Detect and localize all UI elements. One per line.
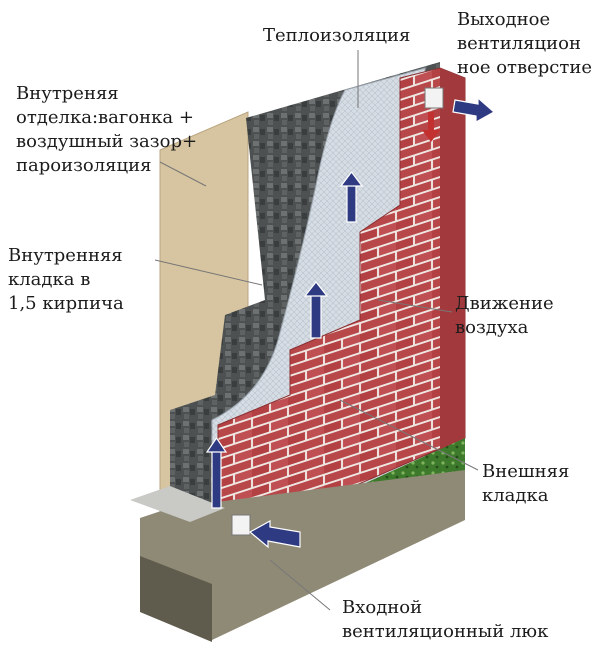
leader-lines — [154, 50, 479, 611]
label-outlet-vent: Выходное вентиляцион ное отверстие — [457, 8, 592, 80]
label-inner-finish-line-2: отделка:вагонка + — [16, 107, 194, 128]
outlet-red-arrow — [422, 112, 440, 142]
air-arrow-up-top-head — [339, 171, 364, 187]
label-insulation-line-1: Теплоизоляция — [263, 25, 411, 46]
label-inlet-vent-line-1: Входной — [342, 597, 423, 618]
label-outlet-vent-line-1: Выходное — [457, 9, 551, 30]
leader-inlet-vent — [269, 559, 331, 611]
leader-air-movement — [377, 299, 453, 313]
leader-inner-masonry — [154, 259, 263, 286]
label-inner-masonry-line-2: кладка в — [8, 269, 91, 290]
label-inner-finish-line-3: воздушный зазор+ — [16, 131, 198, 152]
label-air-movement-line-2: воздуха — [455, 317, 529, 338]
label-inner-masonry-line-1: Внутренняя — [8, 245, 123, 266]
foundation — [140, 470, 465, 640]
label-inner-finish-line-1: Внутреняя — [16, 83, 119, 104]
label-inner-masonry-line-3: 1,5 кирпича — [8, 293, 124, 314]
air-arrow-in — [248, 519, 301, 549]
outer-brick-wall-side — [440, 68, 465, 450]
label-insulation: Теплоизоляция — [263, 24, 410, 48]
inlet-vent-opening — [231, 514, 251, 536]
foundation-top-slab — [130, 486, 225, 522]
label-outer-masonry-line-1: Внешняя — [482, 461, 570, 482]
label-inlet-vent-line-2: вентиляционный люк — [342, 621, 549, 642]
air-arrow-up-low-head — [205, 436, 228, 453]
label-inlet-vent: Входной вентиляционный люк — [342, 596, 548, 644]
air-arrow-up-top — [346, 181, 357, 223]
foundation-front — [140, 556, 212, 642]
label-outer-masonry: Внешняя кладка — [482, 460, 569, 508]
label-air-movement: Движение воздуха — [455, 292, 554, 340]
label-outlet-vent-line-2: вентиляцион — [457, 33, 581, 54]
air-arrow-up-mid-head — [303, 281, 329, 297]
air-arrow-out — [452, 96, 496, 124]
label-inner-finish: Внутреняя отделка:вагонка + воздушный за… — [16, 82, 197, 178]
label-inner-finish-line-4: пароизоляция — [16, 155, 152, 176]
outer-brick-wall — [217, 67, 466, 546]
label-air-movement-line-1: Движение — [455, 293, 554, 314]
outlet-vent-opening — [424, 87, 444, 109]
leader-inner-finish — [159, 161, 207, 187]
label-outer-masonry-line-2: кладка — [482, 485, 549, 506]
leader-outer-masonry — [339, 399, 479, 471]
label-outlet-vent-line-3: ное отверстие — [457, 57, 592, 78]
air-arrow-up-mid — [310, 291, 322, 339]
air-flow-arrows — [205, 96, 496, 549]
air-arrow-up-low — [211, 447, 222, 509]
label-inner-masonry: Внутренняя кладка в 1,5 кирпича — [8, 244, 124, 316]
